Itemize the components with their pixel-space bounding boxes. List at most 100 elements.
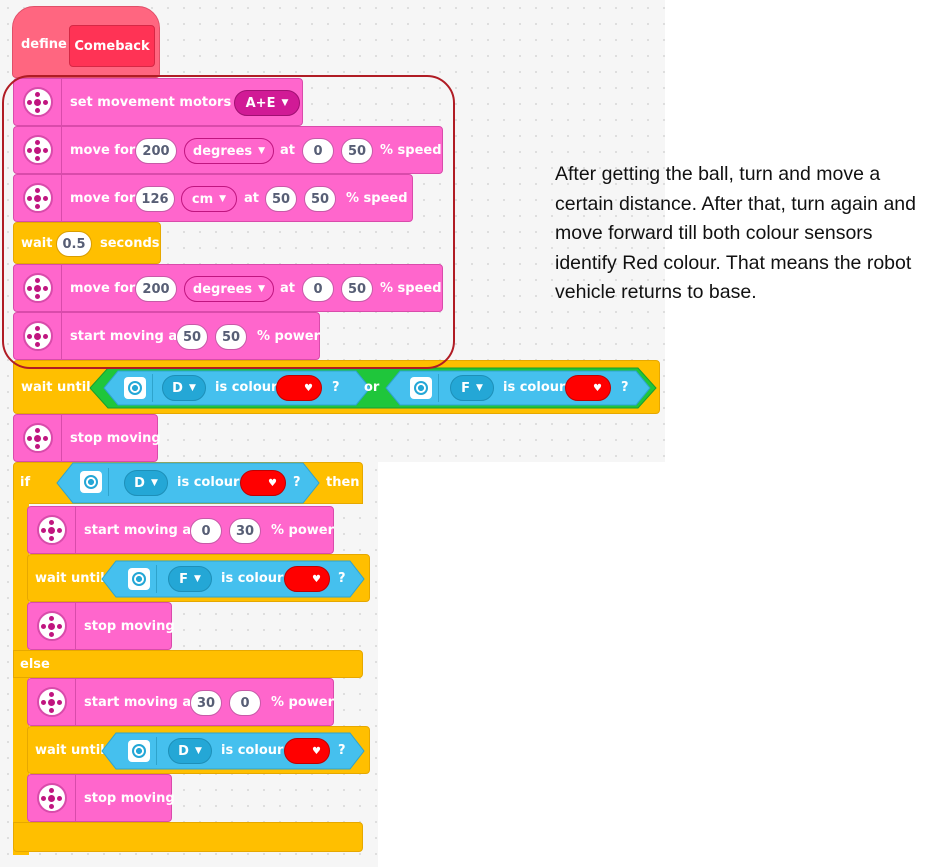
power-left-input[interactable]: 50 bbox=[176, 324, 208, 350]
motor-icon bbox=[28, 603, 76, 649]
at-label: at bbox=[280, 143, 295, 158]
motor-icon bbox=[14, 313, 62, 359]
set-movement-motors-block[interactable]: set movement motors to A+E▼ bbox=[13, 78, 303, 126]
is-colour-label: is colour bbox=[503, 380, 566, 395]
port-dropdown[interactable]: D▼ bbox=[168, 738, 212, 764]
motors-dropdown[interactable]: A+E ▼ bbox=[234, 90, 300, 116]
or-label: or bbox=[364, 380, 380, 395]
seconds-label: seconds bbox=[100, 236, 160, 251]
colour-picker[interactable]: ♥ bbox=[284, 738, 330, 764]
port-dropdown[interactable]: F▼ bbox=[168, 566, 212, 592]
motor-icon bbox=[14, 175, 62, 221]
block-label: stop moving bbox=[70, 431, 161, 446]
motor-icon bbox=[14, 127, 62, 173]
port-value: D bbox=[172, 380, 183, 396]
port-dropdown-1[interactable]: D▼ bbox=[162, 375, 206, 401]
question-mark: ? bbox=[338, 571, 346, 586]
distance-input[interactable]: 200 bbox=[135, 276, 177, 302]
move-for-block-2[interactable]: move for 126 cm▼ at 50 50 % speed bbox=[13, 174, 413, 222]
port-value: F bbox=[179, 571, 188, 587]
speed-left-input[interactable]: 0 bbox=[302, 138, 334, 164]
start-moving-block-if[interactable]: start moving at 0 30 % power bbox=[27, 506, 334, 554]
unit-value: degrees bbox=[192, 281, 253, 297]
else-bar bbox=[13, 650, 363, 678]
power-right-input[interactable]: 50 bbox=[215, 324, 247, 350]
motor-icon bbox=[28, 507, 76, 553]
block-label: wait until bbox=[21, 380, 91, 395]
at-label: at bbox=[244, 191, 259, 206]
question-mark: ? bbox=[332, 380, 340, 395]
chevron-down-icon: ▼ bbox=[150, 478, 158, 488]
start-moving-block[interactable]: start moving at 50 50 % power bbox=[13, 312, 320, 360]
wait-until-block-if[interactable]: wait until F▼ is colour ♥ ? bbox=[27, 554, 370, 602]
colour-sensor-icon bbox=[74, 468, 109, 496]
speed-label: % speed bbox=[346, 191, 408, 206]
distance-input[interactable]: 200 bbox=[135, 138, 177, 164]
start-moving-block-else[interactable]: start moving at 30 0 % power bbox=[27, 678, 334, 726]
colour-sensor-icon bbox=[122, 565, 157, 593]
power-left-input[interactable]: 0 bbox=[190, 518, 222, 544]
define-name-field[interactable]: Comeback bbox=[69, 25, 155, 67]
power-right-input[interactable]: 30 bbox=[229, 518, 261, 544]
unit-dropdown[interactable]: cm ▼ bbox=[181, 186, 237, 212]
speed-left-input[interactable]: 0 bbox=[302, 276, 334, 302]
block-label: start moving at bbox=[84, 695, 198, 710]
port-dropdown-2[interactable]: F▼ bbox=[450, 375, 494, 401]
distance-input[interactable]: 126 bbox=[135, 186, 175, 212]
motor-icon bbox=[28, 775, 76, 821]
is-colour-label: is colour bbox=[215, 380, 278, 395]
speed-right-input[interactable]: 50 bbox=[341, 138, 373, 164]
block-label: stop moving bbox=[84, 791, 175, 806]
power-left-input[interactable]: 30 bbox=[190, 690, 222, 716]
speed-right-input[interactable]: 50 bbox=[304, 186, 336, 212]
stop-moving-block[interactable]: stop moving bbox=[13, 414, 161, 462]
chevron-down-icon: ▼ bbox=[281, 98, 289, 108]
define-label: define bbox=[21, 37, 67, 52]
procedure-name: Comeback bbox=[74, 38, 150, 54]
annotation-note: After getting the ball, turn and move a … bbox=[555, 163, 916, 303]
power-right-input[interactable]: 0 bbox=[229, 690, 261, 716]
speed-label: % speed bbox=[380, 281, 442, 296]
port-value: F bbox=[461, 380, 470, 396]
wait-until-or-block[interactable]: wait until D▼ is colour ♥ ? or F▼ is col… bbox=[13, 360, 660, 414]
block-label: move for bbox=[70, 281, 136, 296]
wait-seconds-block[interactable]: wait 0.5 seconds bbox=[13, 222, 161, 264]
unit-value: cm bbox=[191, 191, 214, 207]
seconds-input[interactable]: 0.5 bbox=[56, 231, 92, 257]
unit-dropdown[interactable]: degrees▼ bbox=[184, 276, 274, 302]
if-port-dropdown[interactable]: D▼ bbox=[124, 470, 168, 496]
colour-sensor-icon bbox=[118, 374, 153, 402]
colour-picker-1[interactable]: ♥ bbox=[276, 375, 322, 401]
move-for-block-3[interactable]: move for 200 degrees▼ at 0 50 % speed bbox=[13, 264, 443, 312]
chevron-down-icon: ▼ bbox=[219, 194, 227, 204]
block-label: move for bbox=[70, 143, 136, 158]
unit-dropdown[interactable]: degrees▼ bbox=[184, 138, 274, 164]
port-value: D bbox=[178, 743, 189, 759]
block-label: wait bbox=[21, 236, 53, 251]
colour-sensor-icon bbox=[404, 374, 439, 402]
block-label: wait until bbox=[35, 571, 105, 586]
block-label: wait until bbox=[35, 743, 105, 758]
wait-until-block-else[interactable]: wait until D▼ is colour ♥ ? bbox=[27, 726, 370, 774]
motors-value: A+E bbox=[245, 95, 276, 111]
port-value: D bbox=[134, 475, 145, 491]
colour-picker-2[interactable]: ♥ bbox=[565, 375, 611, 401]
if-else-footer bbox=[13, 822, 363, 852]
colour-picker[interactable]: ♥ bbox=[284, 566, 330, 592]
motor-icon bbox=[28, 679, 76, 725]
if-label: if bbox=[20, 475, 31, 490]
block-label: start moving at bbox=[84, 523, 198, 538]
move-for-block-1[interactable]: move for 200 degrees▼ at 0 50 % speed bbox=[13, 126, 443, 174]
speed-left-input[interactable]: 50 bbox=[265, 186, 297, 212]
is-colour-label: is colour bbox=[177, 475, 240, 490]
block-label: stop moving bbox=[84, 619, 175, 634]
stop-moving-block-else[interactable]: stop moving bbox=[27, 774, 175, 822]
define-block[interactable]: define Comeback bbox=[12, 6, 160, 78]
then-label: then bbox=[326, 475, 360, 490]
if-colour-picker[interactable]: ♥ bbox=[240, 470, 286, 496]
heart-icon: ♥ bbox=[304, 382, 313, 394]
chevron-down-icon: ▼ bbox=[194, 746, 202, 756]
speed-right-input[interactable]: 50 bbox=[341, 276, 373, 302]
is-colour-label: is colour bbox=[221, 571, 284, 586]
stop-moving-block-if[interactable]: stop moving bbox=[27, 602, 175, 650]
